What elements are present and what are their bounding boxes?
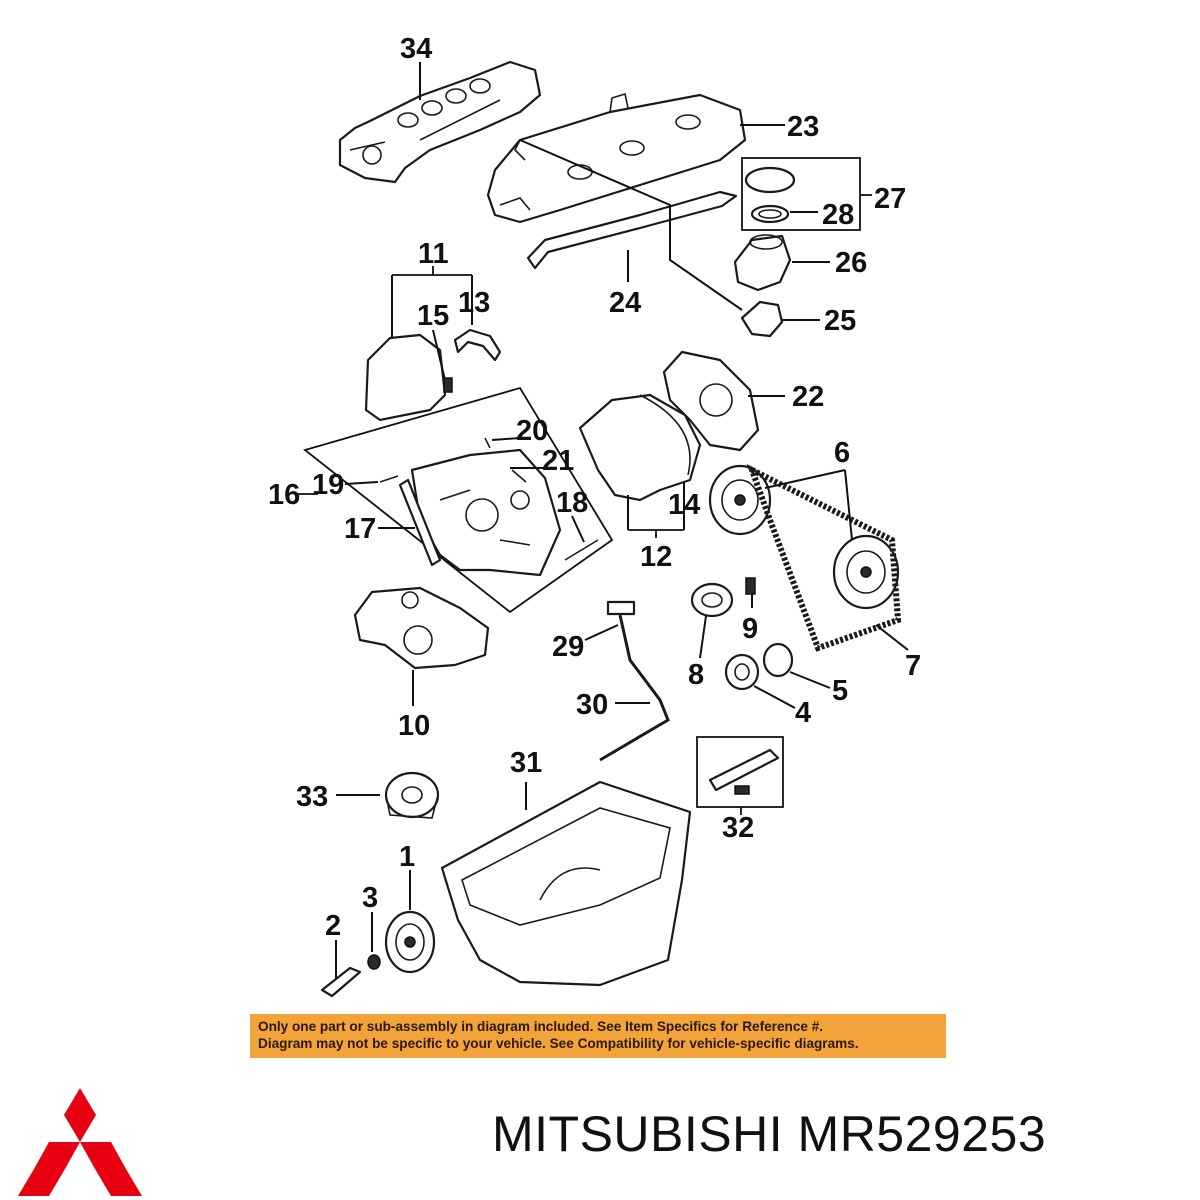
bracket-16 — [303, 386, 614, 614]
part-sealant-nozzle — [734, 785, 750, 795]
part-oil-pump — [353, 586, 490, 670]
part-cover-gasket — [398, 478, 442, 567]
callout-3: 3 — [362, 882, 378, 914]
callout-2: 2 — [325, 910, 341, 942]
disclaimer-line-2: Diagram may not be specific to your vehi… — [258, 1036, 859, 1051]
part-camshaft-sprocket-right — [832, 534, 900, 610]
callout-32: 32 — [722, 812, 754, 844]
part-timing-belt — [746, 463, 902, 652]
part-pulley-bolt — [320, 966, 362, 998]
callout-22: 22 — [792, 381, 824, 413]
logo-diamonds — [18, 1088, 142, 1196]
bracket-32 — [696, 736, 784, 808]
callout-17: 17 — [344, 513, 376, 545]
part-oil-pan — [440, 780, 692, 987]
callout-10: 10 — [398, 710, 430, 742]
callout-25: 25 — [824, 305, 856, 337]
part-pulley-washer — [367, 954, 381, 970]
callout-1: 1 — [399, 841, 415, 873]
callout-27: 27 — [874, 183, 906, 215]
callout-7: 7 — [905, 650, 921, 682]
callout-30: 30 — [576, 689, 608, 721]
part-pcv-fitting — [740, 300, 784, 338]
callout-29: 29 — [552, 631, 584, 663]
part-camshaft-sprocket-left — [708, 464, 772, 536]
part-sealant-tube — [708, 748, 780, 792]
part-timing-belt-cover — [578, 393, 702, 502]
part-upper-timing-cover — [364, 333, 447, 422]
callout-11: 11 — [418, 238, 449, 270]
callout-20: 20 — [516, 415, 548, 447]
callout-13: 13 — [458, 287, 490, 319]
callout-14: 14 — [668, 489, 700, 521]
callout-34: 34 — [400, 33, 432, 65]
part-cover-seal — [453, 328, 502, 362]
callout-18: 18 — [556, 487, 588, 519]
disclaimer-banner: Only one part or sub-assembly in diagram… — [250, 1014, 946, 1058]
part-valve-cover — [486, 92, 747, 224]
part-dipstick-tube — [599, 614, 670, 762]
part-valve-cover-gasket — [526, 190, 738, 270]
part-oil-filter — [384, 771, 440, 819]
part-crank-sprocket — [762, 642, 794, 678]
callout-33: 33 — [296, 781, 328, 813]
callout-28: 28 — [822, 199, 854, 231]
callout-6: 6 — [834, 437, 850, 469]
disclaimer-line-1: Only one part or sub-assembly in diagram… — [258, 1019, 824, 1034]
part-filler-neck — [733, 234, 792, 292]
callout-21: 21 — [542, 445, 574, 477]
brand-name: MITSUBISHI — [492, 1106, 784, 1162]
callout-23: 23 — [787, 111, 819, 143]
callout-16: 16 — [268, 479, 300, 511]
part-dipstick-handle — [606, 600, 636, 616]
part-intake-manifold — [338, 60, 542, 184]
part-number: MR529253 — [797, 1106, 1047, 1162]
callout-31: 31 — [510, 747, 542, 779]
callout-15: 15 — [417, 300, 449, 332]
callout-4: 4 — [795, 697, 811, 729]
callout-26: 26 — [835, 247, 867, 279]
part-oil-filler-cap — [744, 166, 796, 194]
part-cap-seal — [750, 204, 790, 224]
part-crankshaft-pulley — [384, 910, 436, 974]
callout-24: 24 — [609, 287, 641, 319]
part-tensioner-bolt — [745, 577, 756, 595]
callout-5: 5 — [832, 675, 848, 707]
part-crank-washer — [724, 653, 760, 691]
callout-8: 8 — [688, 659, 704, 691]
part-bolt-15 — [443, 377, 453, 393]
callout-12: 12 — [640, 541, 672, 573]
callout-9: 9 — [742, 613, 758, 645]
part-belt-tensioner — [690, 582, 734, 618]
bracket-27 — [741, 157, 861, 231]
brand-title: MITSUBISHI MR529253 — [492, 1105, 1046, 1163]
mitsubishi-logo-icon — [18, 1088, 142, 1196]
part-rear-cover-plate — [662, 350, 760, 452]
callout-19: 19 — [312, 469, 344, 501]
